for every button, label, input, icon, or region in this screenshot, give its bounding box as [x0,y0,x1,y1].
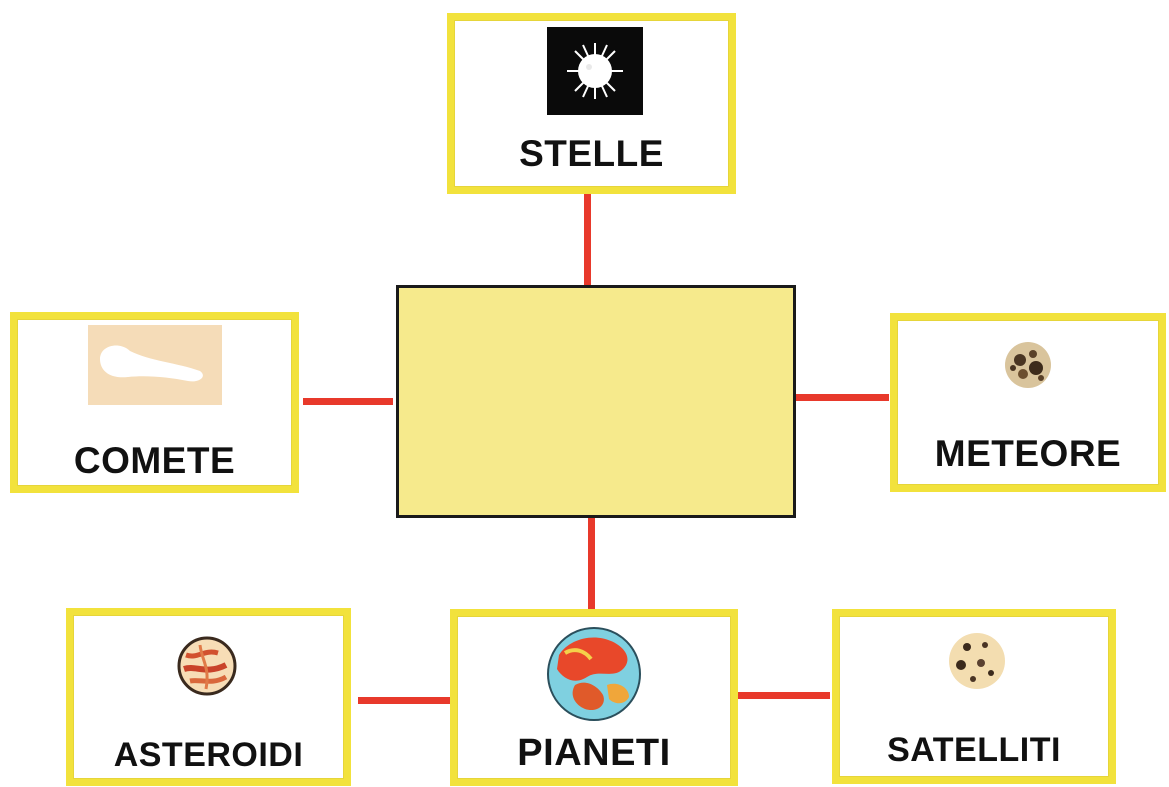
node-comete: COMETE [10,312,299,493]
asteroid-icon [176,635,238,697]
star-icon [547,27,643,115]
comet-icon [88,325,222,405]
moon-icon [947,631,1007,691]
node-stelle: STELLE [447,13,736,194]
node-label-pianeti: PIANETI [517,732,671,774]
connector-meteore-center [796,394,889,401]
node-label-comete: COMETE [73,440,236,481]
node-satelliti: SATELLITI [832,609,1116,784]
meteor-icon [1003,340,1053,390]
connector-pianeti-satelliti [738,692,830,699]
node-meteore: METEORE [890,313,1166,492]
connector-center-pianeti [588,518,595,613]
connector-asteroidi-pianeti [358,697,450,704]
planet-icon [545,625,643,723]
center-box [396,285,796,518]
node-asteroidi: ASTEROIDI [66,608,351,786]
node-label-asteroidi: ASTEROIDI [113,736,304,774]
node-label-satelliti: SATELLITI [887,731,1061,769]
connector-stelle-center [584,193,591,287]
node-pianeti: PIANETI [450,609,738,786]
connector-comete-center [303,398,393,405]
node-label-meteore: METEORE [934,433,1122,474]
node-label-stelle: STELLE [519,133,664,174]
